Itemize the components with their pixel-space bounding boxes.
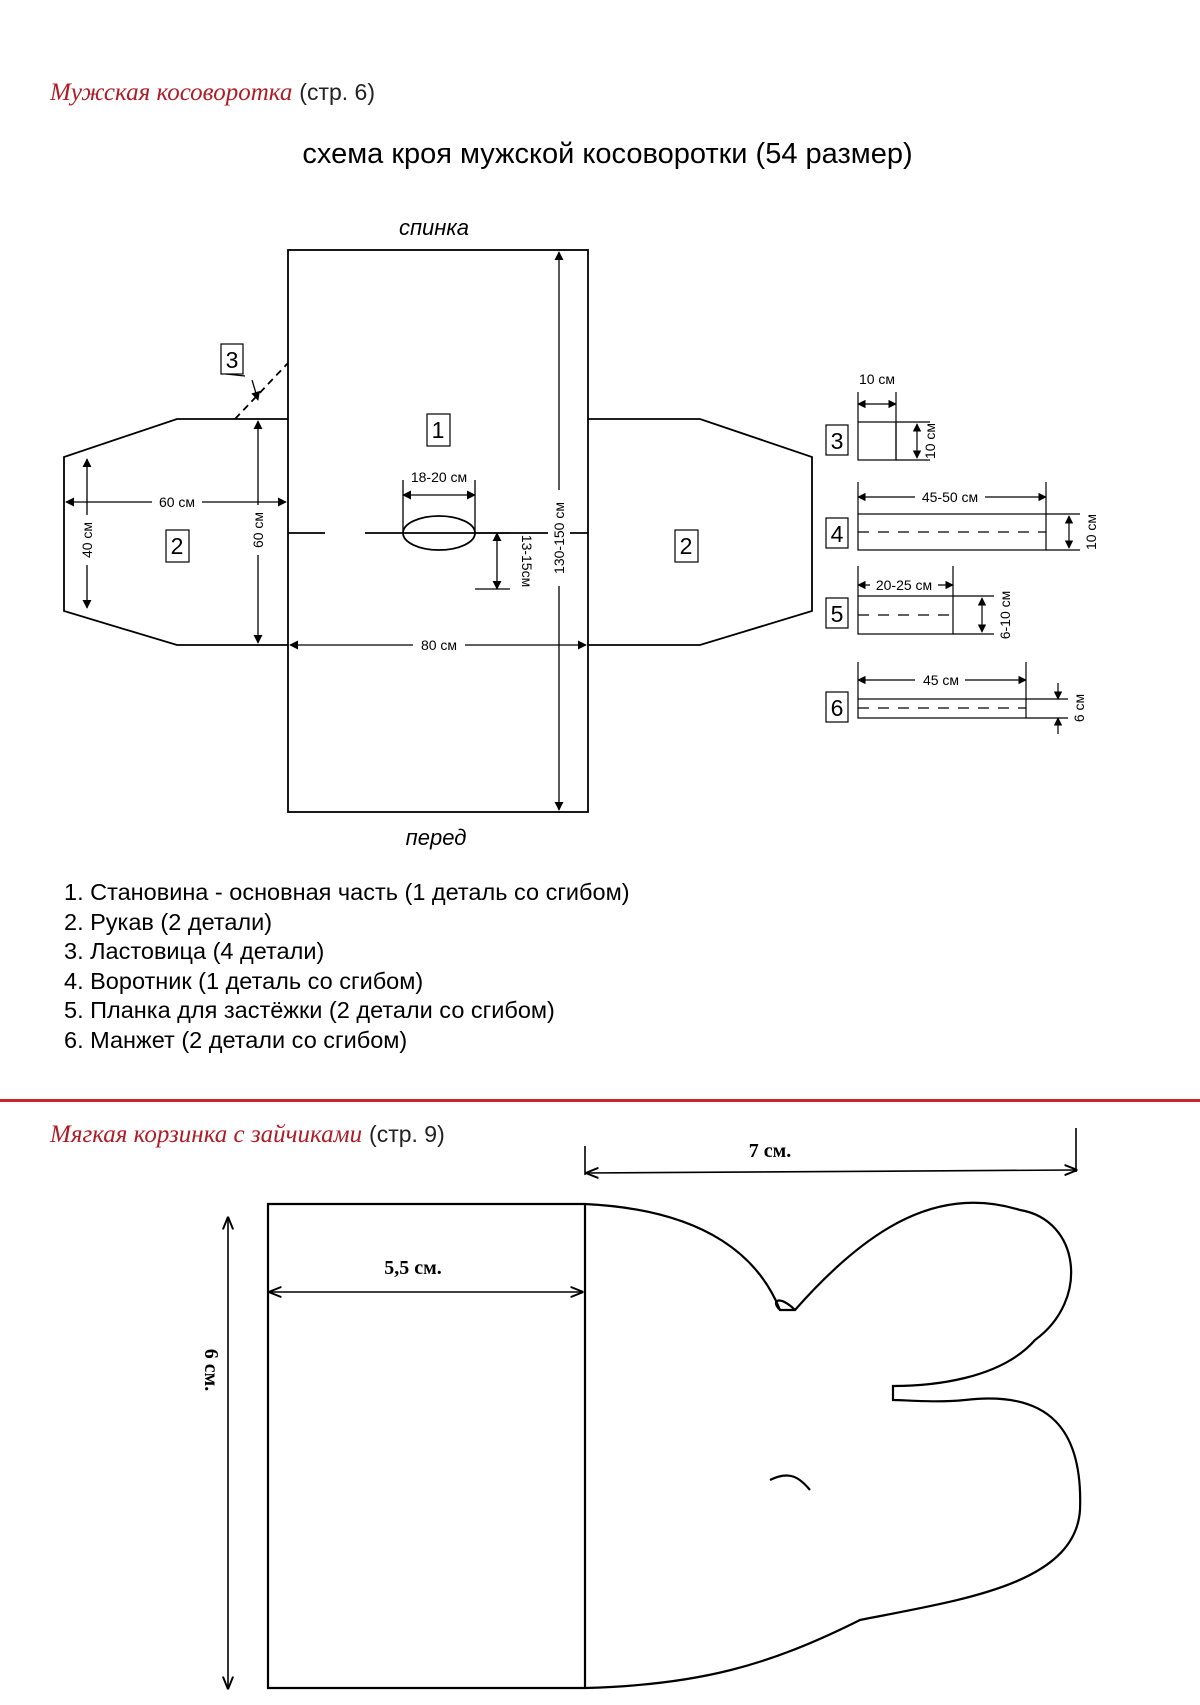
dim-neck-depth: 13-15см <box>519 535 535 587</box>
dim-body-length: 130-150 см <box>551 502 567 574</box>
dim-sleeve-shoulder: 60 см <box>250 512 266 548</box>
part3-num: 3 <box>831 428 844 454</box>
dim-sleeve-length: 60 см <box>159 494 195 510</box>
basket-height: 6 см. <box>200 1349 222 1392</box>
dim-sleeve-end: 40 см <box>79 522 95 558</box>
heading-title: Мягкая корзинка с зайчиками <box>50 1121 363 1148</box>
part4-width: 45-50 см <box>922 489 978 505</box>
legend-item: 4. Воротник (1 деталь со сгибом) <box>64 967 424 994</box>
part6-num: 6 <box>831 695 844 721</box>
basket-outline <box>266 1201 1082 1690</box>
diagram-title: схема кроя мужской косоворотки (54 разме… <box>302 138 913 170</box>
label-front: перед <box>406 825 467 850</box>
part6-height: 6 см <box>1071 694 1087 722</box>
right-sleeve <box>588 418 813 646</box>
part3-height: 10 см <box>922 423 938 459</box>
legend-item: 2. Рукав (2 детали) <box>64 908 273 935</box>
part5-height: 6-10 см <box>997 591 1013 640</box>
part3-width: 10 см <box>859 371 895 387</box>
body-piece <box>287 249 589 813</box>
part5-width: 20-25 см <box>876 577 932 593</box>
legend-item: 6. Манжет (2 детали со сгибом) <box>64 1026 408 1053</box>
heading-title: Мужская косоворотка <box>50 79 293 106</box>
legend-item: 3. Ластовица (4 детали) <box>64 938 325 964</box>
section-heading-basket: Мягкая корзинка с зайчиками (стр. 9) <box>50 1120 445 1149</box>
dim-body-width: 80 см <box>421 637 457 653</box>
label-back: спинка <box>399 215 469 240</box>
basket-rect-width: 5,5 см. <box>384 1257 442 1279</box>
heading-page-ref: (стр. 6) <box>299 79 376 105</box>
part4-num: 4 <box>831 521 844 547</box>
basket-total-width: 7 см. <box>749 1140 792 1162</box>
legend-item: 5. Планка для застёжки (2 детали со сгиб… <box>64 997 555 1023</box>
parts-legend: 1. Становина - основная часть (1 деталь … <box>64 878 630 1055</box>
part4-height: 10 см <box>1083 514 1099 550</box>
dim-neck-width: 18-20 см <box>411 469 467 485</box>
part-num-body: 1 <box>432 417 445 443</box>
part-num-sleeve-left: 2 <box>171 533 184 559</box>
part-num-sleeve-right: 2 <box>680 533 693 559</box>
part5-num: 5 <box>831 601 844 627</box>
left-sleeve <box>63 418 288 646</box>
part6-width: 45 см <box>923 672 959 688</box>
part-num-gusset: 3 <box>226 347 239 373</box>
section-heading-shirt: Мужская косоворотка (стр. 6) <box>50 78 375 107</box>
heading-page-ref: (стр. 9) <box>369 1121 445 1147</box>
legend-item: 1. Становина - основная часть (1 деталь … <box>64 879 630 905</box>
section-divider <box>0 1099 1200 1102</box>
